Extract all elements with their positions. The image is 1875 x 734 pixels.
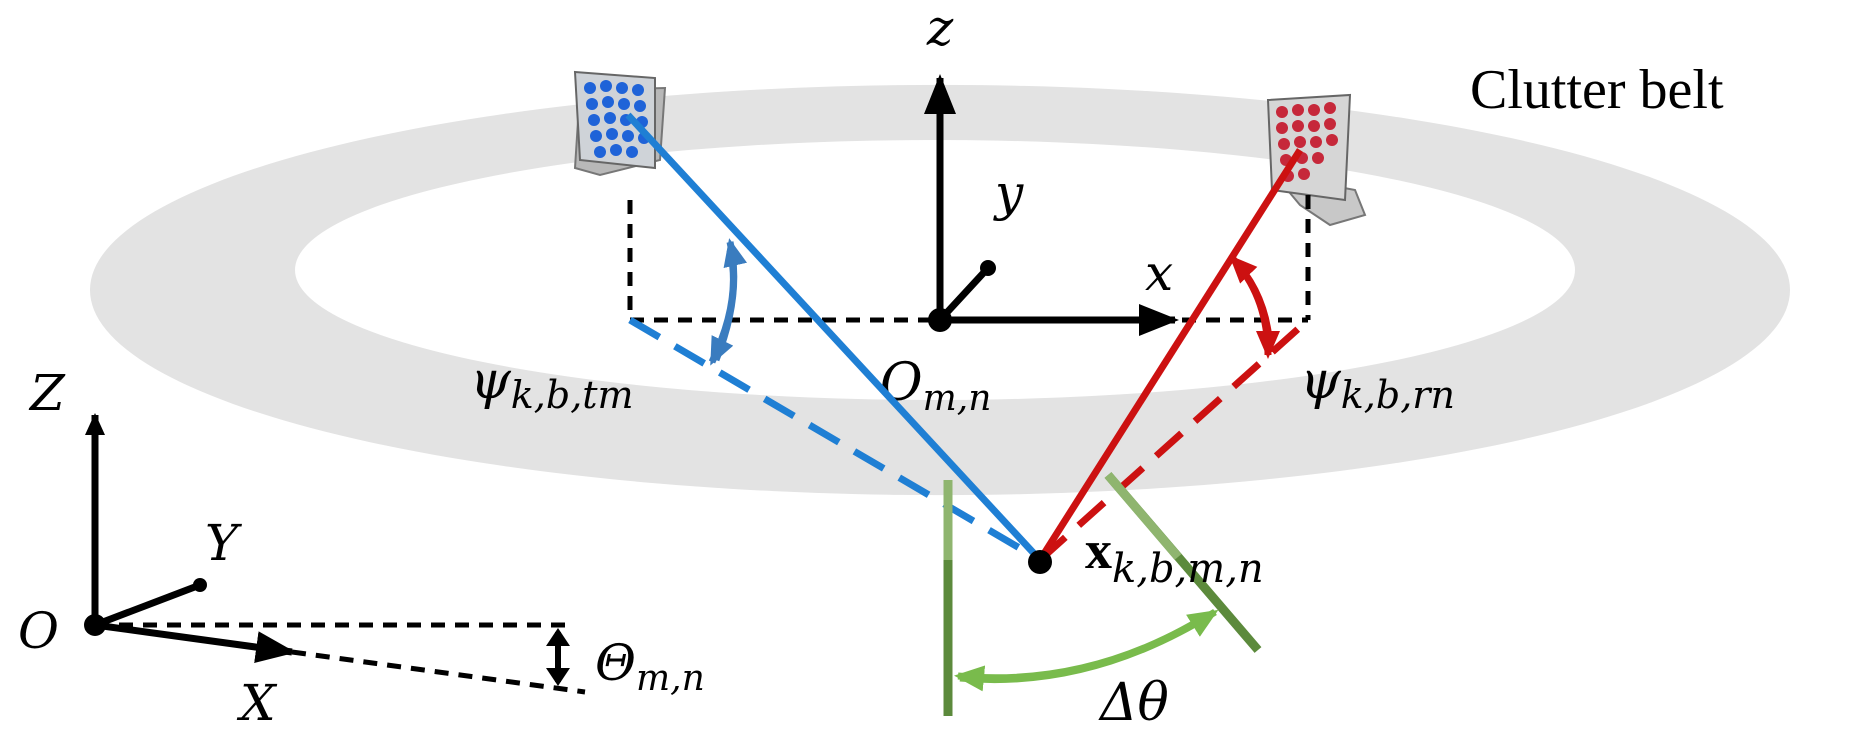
global-X-axis <box>94 621 296 663</box>
global-Y-label: Y <box>205 514 242 572</box>
target-point <box>1028 550 1052 574</box>
receive-ray-projection <box>1037 317 1311 563</box>
target-label: xk,b,m,n <box>1085 520 1264 592</box>
theta-indicator-head-bottom <box>546 668 570 686</box>
theta-mn-label: Θm,n <box>595 634 705 699</box>
clutter-belt-ring <box>89 84 1791 496</box>
global-X-label: X <box>236 674 278 732</box>
local-origin-point <box>928 308 952 332</box>
clutter-belt-label: Clutter belt <box>1470 59 1724 121</box>
global-X-axis-dashed-extension <box>291 649 586 695</box>
transmit-ray <box>625 112 1043 563</box>
psi-tm-label: ψk,b,tm <box>470 351 634 417</box>
delta-theta-arc-start <box>954 616 1202 692</box>
delta-theta-label: Δθ <box>1098 673 1169 733</box>
transmit-ray-projection <box>628 316 1042 564</box>
antenna-array-blue-icon <box>573 70 667 177</box>
local-y-axis-tip <box>980 260 996 276</box>
psi-rn-label: ψk,b,rn <box>1300 351 1455 417</box>
local-x-label: x <box>1145 244 1173 302</box>
theta-indicator-head-top <box>546 628 570 646</box>
psi-tm-arc-start <box>708 249 737 366</box>
local-z-label: z <box>926 0 954 57</box>
receive-ray <box>1037 148 1303 562</box>
global-O-label: O <box>18 602 59 660</box>
local-y-label: y <box>993 164 1024 222</box>
local-origin-label: Om,n <box>880 353 991 419</box>
reference-line-tilted-upper <box>1104 472 1182 560</box>
global-origin-point <box>84 614 106 636</box>
psi-rn-arc-start <box>1233 259 1280 359</box>
global-Y-axis-tip <box>193 578 207 592</box>
global-Y-axis <box>93 581 202 629</box>
global-Z-label: Z <box>28 364 66 422</box>
